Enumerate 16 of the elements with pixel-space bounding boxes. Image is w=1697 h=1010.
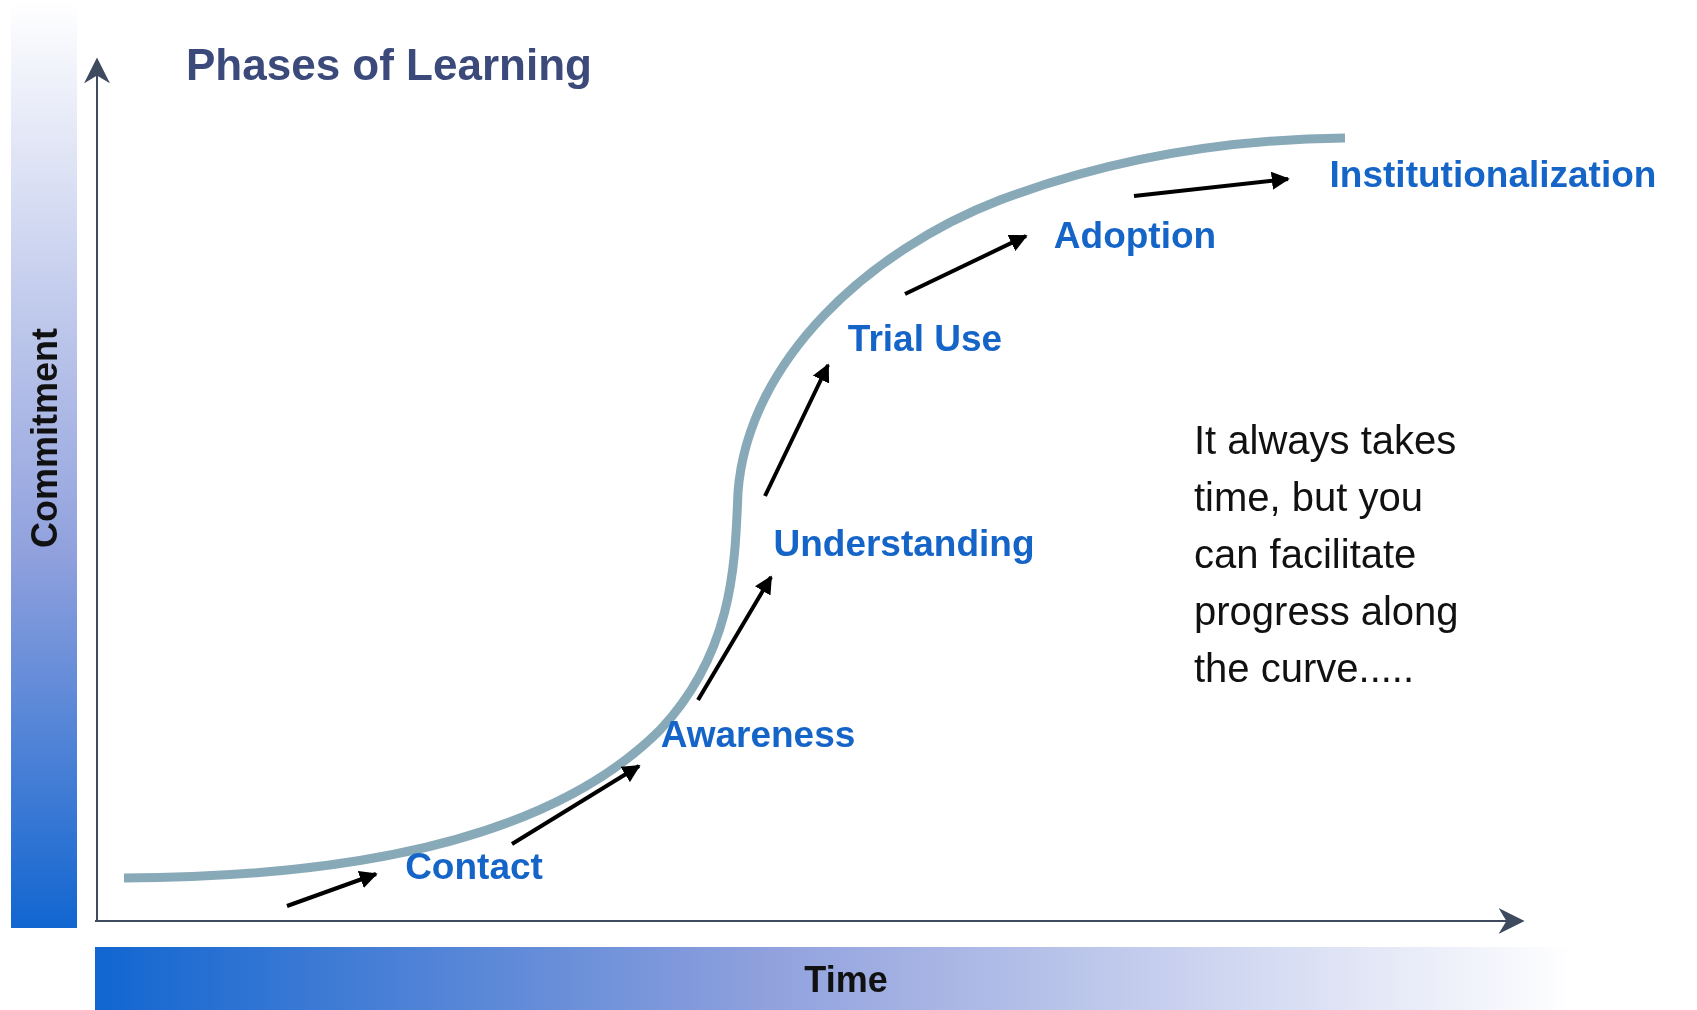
axis-title: Commitment bbox=[24, 328, 66, 548]
phase-label: Adoption bbox=[1049, 213, 1221, 259]
arrow bbox=[696, 575, 773, 702]
phase-label: Contact bbox=[401, 844, 547, 890]
arrow bbox=[510, 764, 641, 846]
arrow bbox=[286, 871, 378, 908]
note-text: It always takes time, but you can facilitate progress along the curve..... bbox=[1194, 417, 1460, 692]
phase-label: Understanding bbox=[769, 521, 1039, 567]
arrow bbox=[763, 363, 830, 497]
arrow bbox=[904, 234, 1028, 296]
phase-label: Institutionalization bbox=[1325, 152, 1661, 198]
title: Phases of Learning bbox=[186, 40, 592, 90]
axis-title: Time bbox=[804, 959, 888, 1001]
phase-label: Awareness bbox=[656, 712, 860, 758]
arrow bbox=[1133, 171, 1290, 198]
phase-label: Trial Use bbox=[843, 316, 1007, 362]
